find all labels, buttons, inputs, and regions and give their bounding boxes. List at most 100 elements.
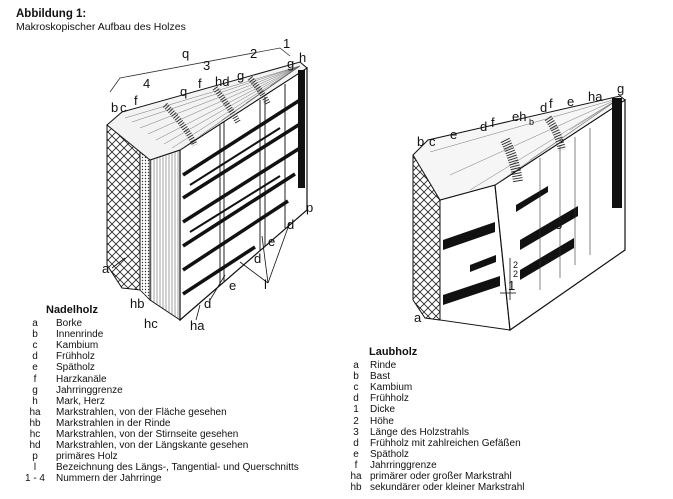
nadelholz-legend-text: Bezeichnung des Längs-, Tangential- und … <box>56 462 299 474</box>
nadelholz-block <box>106 47 308 322</box>
r-label-f2: f <box>549 96 553 111</box>
label-g-top: g <box>287 56 294 71</box>
label-d-center: d <box>254 251 261 266</box>
r-top-face <box>412 95 626 201</box>
nadelholz-legend-key: p <box>32 451 38 463</box>
figure-title: Abbildung 1: <box>16 8 87 20</box>
laubholz-legend-key: f <box>354 459 358 471</box>
r-label-d2: d <box>540 100 547 115</box>
nadelholz-legend-item: l Bezeichnung des Längs-, Tangential- und… <box>14 462 299 473</box>
laubholz-legend-key: e <box>353 448 359 460</box>
r-label-3: 3 <box>555 217 562 232</box>
label-q: q <box>182 46 189 61</box>
left-labels: q 2 1 g h 4 3 q f hd g b c f a p d e d e… <box>102 36 313 333</box>
label-3: 3 <box>203 58 210 73</box>
laubholz-legend-key: hb <box>350 482 362 494</box>
nadelholz-legend-key: c <box>32 340 38 352</box>
label-4: 4 <box>143 76 150 91</box>
latewood-band-2 <box>212 86 241 124</box>
label-c: c <box>120 100 127 115</box>
label-g-mid: g <box>237 68 244 83</box>
laubholz-legend-item: ha primärer oder großer Markstrahl <box>342 471 525 482</box>
nadelholz-legend-key: hd <box>29 440 41 452</box>
label-l: l <box>264 277 267 292</box>
r-label-e-left: e <box>450 127 457 142</box>
laubholz-legend-item: e Spätholz <box>342 449 525 460</box>
laubholz-legend-text: Kambium <box>370 382 413 394</box>
label-a: a <box>102 261 110 276</box>
nadelholz-legend-item: hc Markstrahlen, von der Stirnseite geseh… <box>14 429 299 440</box>
nadelholz-legend-key: g <box>32 384 38 396</box>
laubholz-legend-item: c Kambium <box>342 382 525 393</box>
laubholz-legend-text: Dicke <box>370 404 396 416</box>
nadelholz-heading: Nadelholz <box>46 304 98 316</box>
r-pith <box>612 98 622 208</box>
laubholz-legend-key: ha <box>350 471 362 483</box>
nadelholz-legend-text: Innenrinde <box>56 329 104 341</box>
r-label-1: 1 <box>508 278 515 293</box>
nadelholz-legend-text: Jahrringgrenze <box>56 384 123 396</box>
label-ha: ha <box>190 318 205 333</box>
nadelholz-legend-text: Markstrahlen in der Rinde <box>56 417 171 429</box>
label-d-right: d <box>287 217 294 232</box>
nadelholz-legend-item: e Spätholz <box>14 362 299 373</box>
laubholz-legend-text: Frühholz mit zahlreichen Gefäßen <box>370 437 521 449</box>
nadelholz-legend-text: Frühholz <box>56 351 95 363</box>
label-f-left: f <box>134 93 138 108</box>
laubholz-legend-text: sekundärer oder kleiner Markstrahl <box>370 482 525 494</box>
nadelholz-legend-text: Spätholz <box>56 362 95 374</box>
nadelholz-legend-text: Markstrahlen, von der Längskante gesehen <box>56 440 249 452</box>
laubholz-legend-key: 2 <box>353 415 359 427</box>
label-f-mid: f <box>198 76 202 91</box>
laubholz-legend-text: Bast <box>370 371 391 383</box>
laubholz-legend-key: c <box>353 382 359 394</box>
r-label-b: b <box>417 134 424 149</box>
label-p: p <box>306 200 313 215</box>
label-e-center: e <box>229 278 236 293</box>
nadelholz-legend-key: ha <box>29 406 41 418</box>
r-label-d: d <box>480 119 487 134</box>
annual-ring-brace <box>109 47 291 93</box>
nadelholz-legend-text: Markstrahlen, von der Fläche gesehen <box>56 406 227 418</box>
label-hb: hb <box>130 296 144 311</box>
nadelholz-legend-text: Mark, Herz <box>56 395 105 407</box>
laubholz-legend-key: d <box>353 393 359 405</box>
nadelholz-legend-key: l <box>33 462 37 474</box>
nadelholz-legend-text: Kambium <box>56 340 99 352</box>
r-label-c: c <box>429 134 436 149</box>
r-label-ha: ha <box>588 89 603 104</box>
nadelholz-legend-item: g Jahrringgrenze <box>14 385 299 396</box>
r-pores-band-1 <box>500 137 523 183</box>
label-d-bottom: d <box>204 296 211 311</box>
nadelholz-legend-item: ha Markstrahlen, von der Fläche gesehen <box>14 407 299 418</box>
nadelholz-legend-key: e <box>32 362 38 374</box>
label-q2: q <box>180 84 187 99</box>
laubholz-legend-item: hb sekundärer oder kleiner Markstrahl <box>342 482 525 494</box>
nadelholz-legend-key: hc <box>29 429 41 441</box>
pith <box>298 70 305 188</box>
medullary-rays <box>182 98 301 296</box>
r-label-f: f <box>491 115 495 130</box>
laubholz-legend-text: Spätholz <box>370 448 409 460</box>
nadelholz-legend-text: Markstrahlen, von der Stirnseite gesehen <box>56 429 239 441</box>
nadelholz-legend-key: 1 - 4 <box>24 473 45 485</box>
laubholz-heading: Laubholz <box>369 346 418 358</box>
laubholz-legend-text: primärer oder großer Markstrahl <box>370 471 512 483</box>
right-labels: b c e d f eh b d f e ha g 3 2 2 1 a <box>414 81 624 325</box>
nadelholz-legend-text: Nummern der Jahrringe <box>56 473 162 485</box>
label-hd: hd <box>215 74 229 89</box>
label-1: 1 <box>283 36 290 51</box>
nadelholz-legend-text: primäres Holz <box>56 451 118 463</box>
laubholz-legend-key: a <box>353 360 359 372</box>
latewood-band-3 <box>247 76 271 106</box>
